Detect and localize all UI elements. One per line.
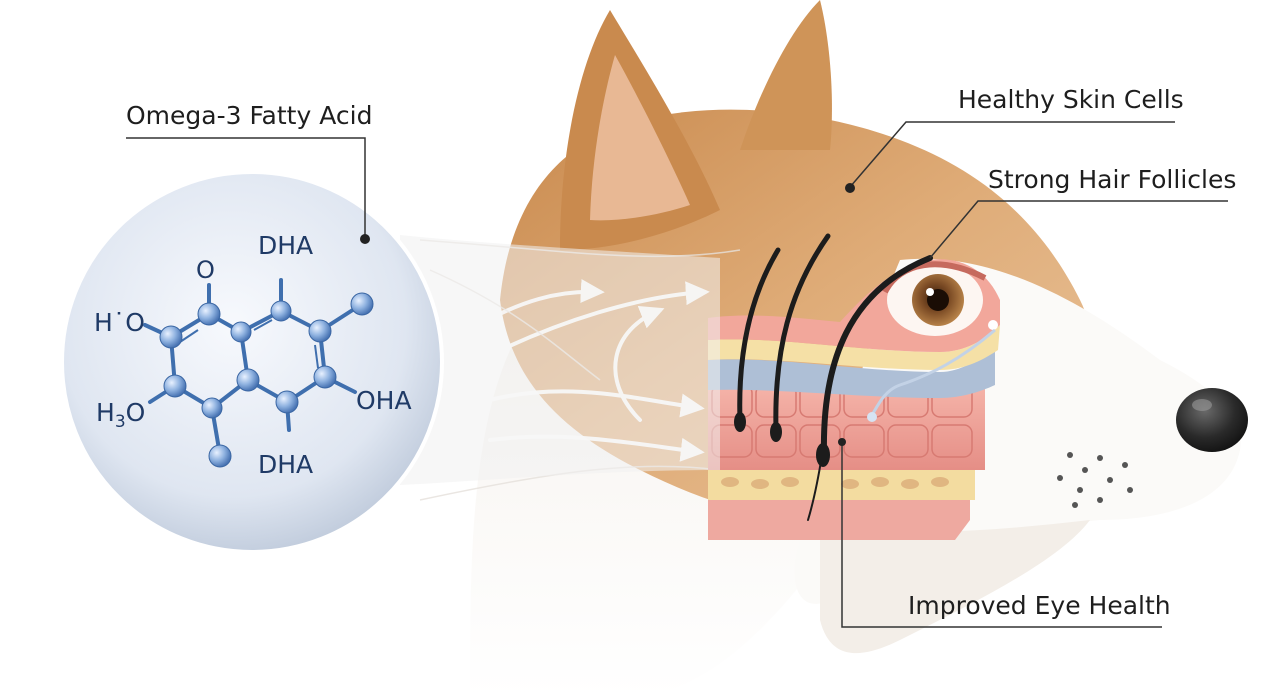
leader-eye bbox=[841, 443, 1162, 628]
dog-ear-inner bbox=[590, 55, 690, 221]
leader-hair bbox=[929, 200, 1228, 259]
hair-2 bbox=[773, 233, 831, 433]
atom bbox=[275, 390, 299, 414]
leader-dot-eye bbox=[838, 438, 846, 446]
eye-highlight bbox=[926, 288, 934, 296]
follicle-bulbs bbox=[734, 412, 830, 467]
atom bbox=[230, 321, 252, 343]
healthy-skin-label: Healthy Skin Cells bbox=[958, 85, 1184, 114]
atom bbox=[313, 365, 337, 389]
skin-cross-section bbox=[708, 233, 1000, 540]
optic-nerve bbox=[870, 328, 996, 416]
eye-sparkle bbox=[988, 320, 998, 330]
h3o-label: H3O bbox=[96, 398, 145, 432]
atom bbox=[197, 302, 221, 326]
dog-chin bbox=[820, 520, 1090, 654]
double-bond-marks bbox=[179, 319, 319, 369]
dog-nose bbox=[1176, 388, 1248, 452]
molecule-atoms bbox=[159, 292, 374, 468]
leader-dot-omega bbox=[360, 234, 370, 244]
dha-label-top: DHA bbox=[258, 231, 313, 260]
atom bbox=[163, 374, 187, 398]
fat-cells bbox=[721, 477, 949, 489]
hair-follicles-label: Strong Hair Follicles bbox=[988, 165, 1237, 194]
molecule-circle bbox=[60, 170, 444, 554]
atom bbox=[350, 292, 374, 316]
nerve-end bbox=[867, 412, 877, 422]
dog-ear-back bbox=[740, 0, 832, 150]
dermis-bottom bbox=[708, 495, 970, 540]
hair-1 bbox=[737, 247, 781, 423]
oxygen-label: O bbox=[196, 256, 215, 284]
atom bbox=[208, 444, 232, 468]
atom bbox=[201, 397, 223, 419]
dha-label-bottom: DHA bbox=[258, 450, 313, 479]
hair-3 bbox=[820, 255, 933, 458]
eye-health-label: Improved Eye Health bbox=[908, 591, 1171, 620]
omega3-label: Omega-3 Fatty Acid bbox=[126, 101, 373, 130]
leader-omega bbox=[126, 137, 366, 238]
magnify-cone bbox=[400, 235, 720, 485]
leader-lines bbox=[126, 121, 1228, 628]
leader-dots bbox=[360, 183, 855, 446]
atom bbox=[236, 368, 260, 392]
nose-highlight bbox=[1192, 399, 1212, 411]
molecule-panel: DHA O H˙O H3O OHA DHA bbox=[60, 170, 720, 554]
atom bbox=[308, 319, 332, 343]
atom bbox=[159, 325, 183, 349]
hair-follicles bbox=[737, 233, 933, 521]
ho-label: H˙O bbox=[94, 308, 145, 337]
leader-dot-skin bbox=[845, 183, 855, 193]
atom bbox=[270, 300, 292, 322]
membrane-band bbox=[708, 345, 995, 398]
oha-label: OHA bbox=[356, 386, 412, 415]
leader-skin bbox=[849, 121, 1175, 188]
whisker-dots bbox=[1057, 452, 1133, 508]
